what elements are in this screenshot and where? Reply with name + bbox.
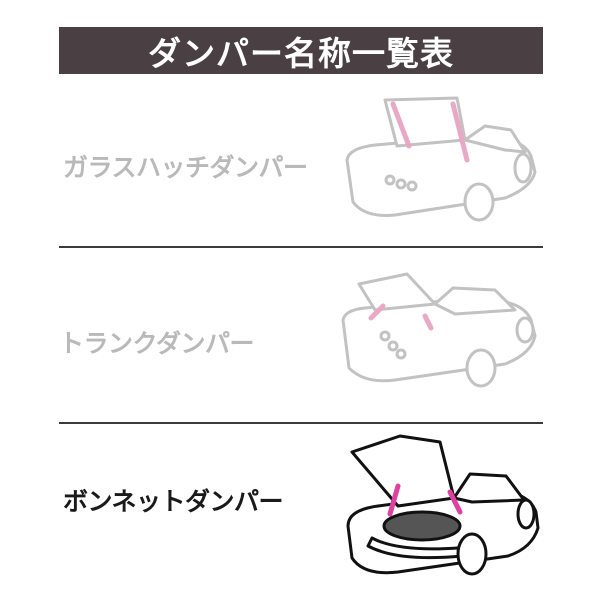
list-item-trunk: トランクダンパー bbox=[59, 248, 543, 422]
car-glass-hatch-icon bbox=[345, 96, 537, 222]
label-bonnet: ボンネットダンパー bbox=[63, 487, 284, 516]
list-item-bonnet: ボンネットダンパー bbox=[59, 424, 543, 600]
list-item-glass-hatch: ガラスハッチダンパー bbox=[59, 88, 543, 246]
divider bbox=[59, 246, 543, 248]
divider bbox=[59, 422, 543, 424]
label-trunk: トランクダンパー bbox=[59, 329, 255, 358]
car-trunk-icon bbox=[341, 272, 537, 388]
header-banner: ダンパー名称一覧表 bbox=[59, 27, 543, 74]
label-glass-hatch: ガラスハッチダンパー bbox=[63, 153, 308, 182]
car-bonnet-icon bbox=[346, 434, 540, 576]
page-title: ダンパー名称一覧表 bbox=[148, 33, 454, 73]
